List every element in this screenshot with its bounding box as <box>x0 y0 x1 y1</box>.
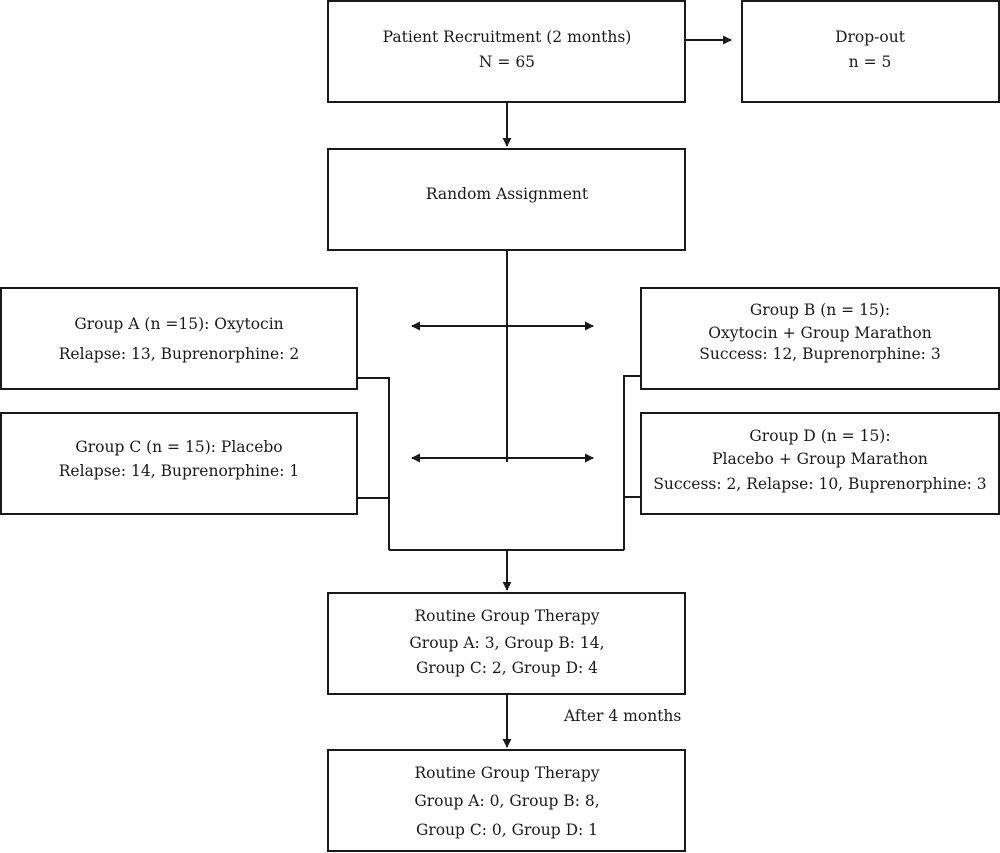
routine-1-line-2: Group A: 3, Group B: 14, <box>409 634 604 652</box>
routine-2-line-2: Group A: 0, Group B: 8, <box>414 792 599 810</box>
left-bracket <box>357 377 390 550</box>
group-c-node: Group C (n = 15): Placebo Relapse: 14, B… <box>0 412 358 515</box>
group-a-line-1: Group A (n =15): Oxytocin <box>74 315 283 333</box>
random-assignment-label: Random Assignment <box>426 185 589 203</box>
right-bracket <box>623 375 641 550</box>
dropout-line-2: n = 5 <box>849 53 892 71</box>
random-assignment-node: Random Assignment <box>327 148 686 251</box>
group-b-node: Group B (n = 15): Oxytocin + Group Marat… <box>640 287 1000 390</box>
group-a-line-2: Relapse: 13, Buprenorphine: 2 <box>59 345 299 363</box>
recruitment-line-1: Patient Recruitment (2 months) <box>383 28 632 46</box>
group-c-line-2: Relapse: 14, Buprenorphine: 1 <box>59 462 299 480</box>
routine-1-line-1: Routine Group Therapy <box>414 607 599 625</box>
group-b-line-3: Success: 12, Buprenorphine: 3 <box>699 345 940 363</box>
routine-therapy-node-2: Routine Group Therapy Group A: 0, Group … <box>327 749 686 852</box>
group-a-node: Group A (n =15): Oxytocin Relapse: 13, B… <box>0 287 358 390</box>
routine-2-line-3: Group C: 0, Group D: 1 <box>416 821 598 839</box>
routine-1-line-3: Group C: 2, Group D: 4 <box>416 659 598 677</box>
group-b-line-1: Group B (n = 15): <box>750 301 890 319</box>
dropout-node: Drop-out n = 5 <box>741 0 1000 103</box>
routine-2-line-1: Routine Group Therapy <box>414 764 599 782</box>
group-d-line-2: Placebo + Group Marathon <box>712 450 928 468</box>
group-d-node: Group D (n = 15): Placebo + Group Marath… <box>640 412 1000 515</box>
group-b-line-2: Oxytocin + Group Marathon <box>708 324 931 342</box>
group-d-line-1: Group D (n = 15): <box>749 427 890 445</box>
group-d-line-3: Success: 2, Relapse: 10, Buprenorphine: … <box>653 475 986 493</box>
recruitment-line-2: N = 65 <box>479 53 535 71</box>
routine-therapy-node-1: Routine Group Therapy Group A: 3, Group … <box>327 592 686 695</box>
dropout-line-1: Drop-out <box>835 28 906 46</box>
after-4-months-label: After 4 months <box>563 707 681 725</box>
recruitment-node: Patient Recruitment (2 months) N = 65 <box>327 0 686 103</box>
group-c-line-1: Group C (n = 15): Placebo <box>75 438 282 456</box>
